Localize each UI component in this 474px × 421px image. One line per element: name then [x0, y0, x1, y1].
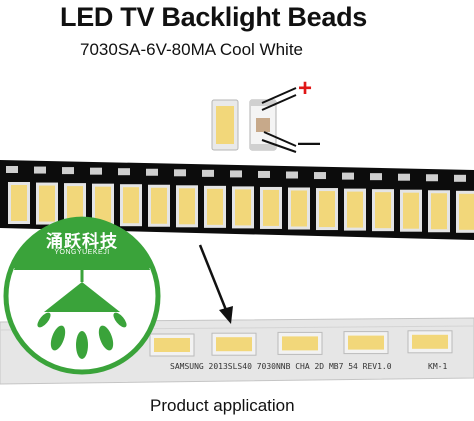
tape-leds	[8, 182, 474, 233]
strip-led-bead	[211, 332, 257, 356]
tape-led-bead	[36, 182, 58, 225]
sprocket-hole	[34, 166, 46, 174]
sprocket-hole	[62, 167, 74, 175]
product-title: LED TV Backlight Beads	[60, 2, 367, 32]
sprocket-hole	[454, 174, 466, 182]
tape-led-bead	[120, 184, 142, 227]
sprocket-hole	[286, 171, 298, 179]
tape-led-bead	[372, 189, 394, 232]
sprocket-hole	[398, 173, 410, 181]
sprocket-hole	[202, 169, 214, 177]
tape-led-bead	[8, 182, 30, 224]
tape-led-bead	[428, 190, 450, 233]
logo-pinyin-text: YONGYUEKEJI	[54, 249, 110, 256]
tape-led-bead	[148, 184, 170, 227]
sprocket-hole	[6, 166, 18, 173]
strip-led-bead	[407, 330, 453, 354]
tape-led-bead	[260, 186, 282, 229]
sprocket-hole	[314, 172, 326, 180]
strip-leds	[149, 330, 453, 357]
product-subtitle: 7030SA-6V-80MA Cool White	[80, 40, 304, 59]
strip-led-bead	[149, 333, 195, 357]
negative-sign: —	[298, 130, 320, 155]
sprocket-holes	[6, 166, 466, 182]
tape-led-bead	[204, 185, 226, 228]
tape-led-bead	[400, 189, 422, 232]
sprocket-hole	[230, 170, 242, 178]
positive-sign: +	[298, 75, 313, 102]
strip-code: KM-1	[428, 362, 448, 371]
sprocket-hole	[426, 174, 438, 182]
single-led-back	[249, 99, 277, 151]
sprocket-hole	[258, 170, 270, 178]
caption: Product application	[150, 396, 295, 415]
sprocket-hole	[370, 173, 382, 181]
strip-led-bead	[343, 331, 389, 355]
tape-led-bead	[64, 183, 86, 226]
tape-led-bead	[232, 186, 254, 229]
sprocket-hole	[118, 168, 130, 176]
tape-led-bead	[288, 187, 310, 230]
positive-pointer	[261, 87, 297, 104]
single-led-front	[211, 99, 239, 151]
brand-logo	[3, 216, 161, 375]
sprocket-hole	[342, 172, 354, 180]
tape-led-bead	[344, 188, 366, 231]
pointer-arrow	[198, 244, 228, 311]
sprocket-hole	[174, 169, 186, 177]
tape-led-bead	[92, 183, 114, 226]
strip-led-bead	[277, 331, 323, 355]
strip-marking: SAMSUNG 2013SLS40 7030NNB CHA 2D MB7 54 …	[170, 362, 392, 371]
logo-chinese-text: 涌跃科技	[46, 232, 118, 252]
sprocket-hole	[146, 168, 158, 176]
tape-led-bead	[316, 188, 338, 231]
tape-led-bead	[456, 190, 474, 233]
negative-pointer	[263, 131, 297, 147]
tape-led-bead	[176, 185, 198, 228]
sprocket-hole	[90, 167, 102, 175]
